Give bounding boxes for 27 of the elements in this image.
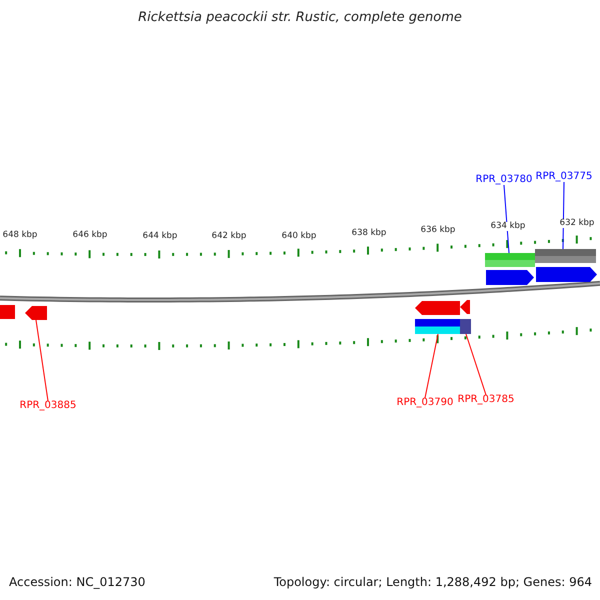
- gene-bar: [415, 319, 460, 334]
- gene-label: RPR_03775: [536, 172, 592, 182]
- gene-bar: [485, 253, 535, 267]
- leader-line: [504, 184, 510, 254]
- gene-label: RPR_03885: [20, 401, 76, 411]
- scale-label: 640 kbp: [282, 232, 316, 240]
- gene-label: RPR_03785: [458, 395, 514, 405]
- gene-bar: [460, 319, 471, 334]
- gene-label: RPR_03790: [396, 398, 454, 408]
- scale-label: 646 kbp: [72, 231, 108, 240]
- map-title: Rickettsia peacockii str. Rustic, complete genome: [138, 11, 462, 24]
- scale-label: 642 kbp: [212, 232, 246, 240]
- leader-line: [36, 320, 48, 402]
- leader-line: [562, 182, 564, 250]
- accession-text: Accession: NC_012730: [9, 576, 146, 588]
- gene-feature: [25, 306, 47, 320]
- scale-label: 648 kbp: [2, 231, 38, 240]
- scale-label: 632 kbp: [560, 219, 594, 228]
- leader-line: [466, 334, 486, 396]
- scale-label: 636 kbp: [420, 226, 456, 234]
- summary-text: Topology: circular; Length: 1,288,492 bp; Genes: 964: [274, 576, 592, 588]
- gene-label: RPR_03780: [476, 175, 532, 185]
- scale-label: 644 kbp: [142, 232, 178, 240]
- scale-label: 638 kbp: [352, 229, 386, 238]
- scale-label: 634 kbp: [490, 222, 526, 230]
- gene-bar: [535, 249, 596, 263]
- leader-line: [424, 334, 438, 398]
